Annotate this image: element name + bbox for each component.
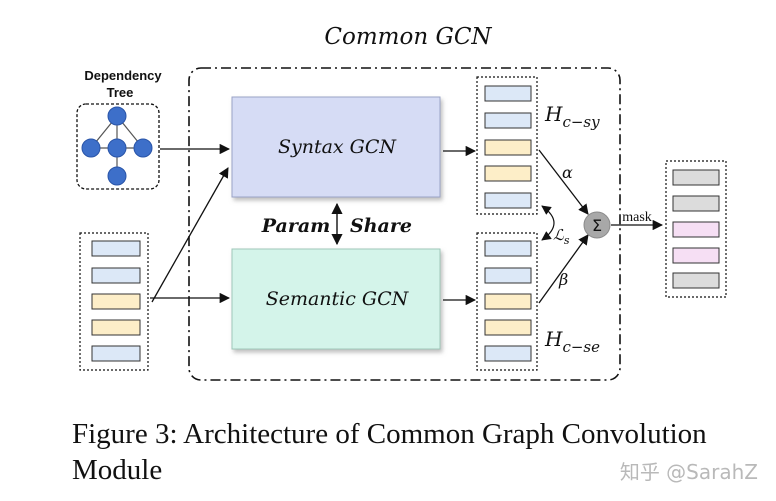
final-cell-1 [672,169,720,186]
caption-line-1: Figure 3: Architecture of Common Graph C… [72,418,707,450]
semantic-cell-5 [484,345,532,362]
semantic-gcn-box [231,248,441,350]
sum-node [583,211,611,239]
arrow-input-to-syntax [151,167,229,303]
semantic-cell-2 [484,267,532,284]
final-output-stack [665,160,727,298]
semantic-output-stack [476,232,538,371]
tree-node-bottom [107,166,127,186]
common-gcn-frame [188,67,621,381]
loss-label: ℒs [553,226,570,247]
syntax-cell-2 [484,112,532,129]
dependency-tree-label-line2: Tree [107,85,134,100]
input-embedding-cells [91,240,141,362]
syntax-gcn-label: Syntax GCN [278,136,397,158]
final-cell-4 [672,247,720,264]
dependency-tree-box [76,103,160,190]
watermark: 知乎 @SarahZ [619,460,758,484]
tree-node-left [81,138,101,158]
arrow-beta-to-sum [538,234,589,304]
figure-caption: Figure 3: Architecture of Common Graph C… [72,416,762,488]
mask-label: mask [622,210,652,225]
h-syntax-label: Hc−sy [544,102,600,131]
arrow-alpha-to-sum [538,149,589,215]
param-label: Param [261,215,331,237]
alpha-label: α [562,163,573,182]
syntax-output-cells [484,85,532,209]
share-label: Share [350,215,412,237]
semantic-output-cells [484,240,532,362]
syntax-cell-4 [484,165,532,182]
syntax-output-stack [476,76,538,215]
input-cell-4 [91,319,141,336]
input-cell-3 [91,293,141,310]
semantic-gcn-label: Semantic GCN [266,288,410,310]
input-cell-1 [91,240,141,257]
tree-node-right [133,138,153,158]
semantic-cell-3 [484,293,532,310]
sum-symbol: Σ [592,216,602,235]
h-semantic-label: Hc−se [544,327,600,356]
semantic-cell-4 [484,319,532,336]
tree-node-center [107,138,127,158]
dependency-tree-nodes [81,106,153,186]
final-cell-2 [672,195,720,212]
caption-line-2: Module [72,454,163,486]
final-cell-3 [672,221,720,238]
input-embedding-stack [79,232,149,371]
loss-curve-arrow [541,205,555,241]
input-cell-5 [91,345,141,362]
syntax-gcn-box [231,96,441,198]
final-cell-5 [672,272,720,289]
syntax-cell-1 [484,85,532,102]
syntax-cell-5 [484,192,532,209]
input-cell-2 [91,267,141,284]
syntax-cell-3 [484,139,532,156]
final-output-cells [672,169,720,289]
semantic-cell-1 [484,240,532,257]
diagram-title: Common GCN [324,24,492,50]
beta-label: β [558,270,568,289]
tree-node-root [107,106,127,126]
dependency-tree-label: Dependency [84,68,162,83]
